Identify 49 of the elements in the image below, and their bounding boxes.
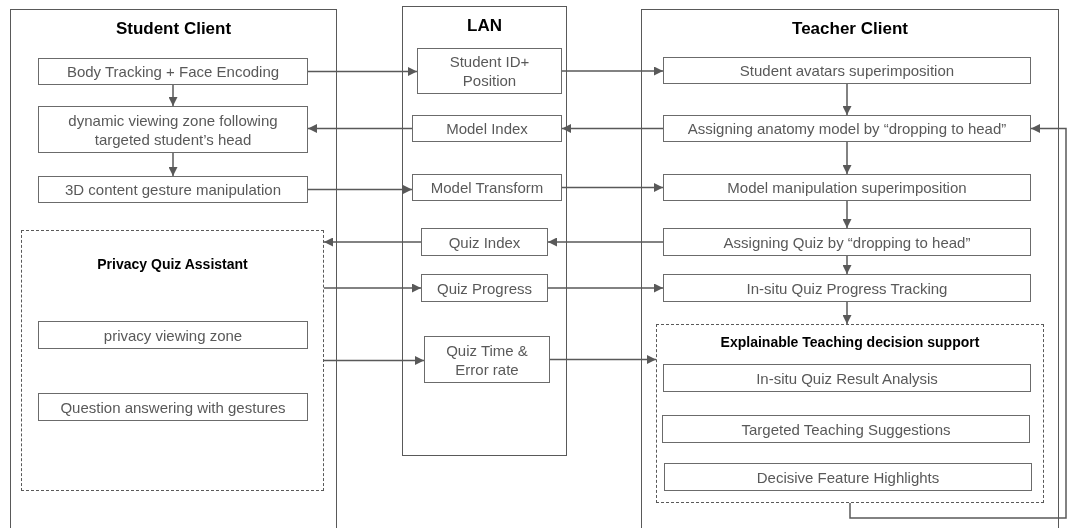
arrow xyxy=(549,355,657,364)
arrow xyxy=(307,67,418,76)
arrow xyxy=(561,183,664,192)
panel xyxy=(641,9,1059,528)
dashed-group xyxy=(656,324,1044,503)
process-box: Model Index xyxy=(412,115,562,142)
arrow xyxy=(547,283,664,293)
process-box: Question answering with gestures xyxy=(38,393,308,421)
panel xyxy=(10,9,337,528)
process-box: dynamic viewing zone following targeted student’s head xyxy=(38,106,308,153)
process-box: Assigning anatomy model by “dropping to head” xyxy=(663,115,1031,142)
process-box: Model Transform xyxy=(412,174,562,201)
arrow xyxy=(307,185,413,194)
process-box: Decisive Feature Highlights xyxy=(664,463,1032,491)
process-box: Quiz Time & Error rate xyxy=(424,336,550,383)
arrow xyxy=(323,283,422,293)
arrow xyxy=(168,84,178,107)
process-box: Student ID+ Position xyxy=(417,48,562,94)
panel xyxy=(402,6,567,456)
process-box: In-situ Quiz Result Analysis xyxy=(663,364,1031,392)
arrow xyxy=(842,301,852,325)
arrow xyxy=(323,356,425,365)
process-box: Quiz Progress xyxy=(421,274,548,302)
arrow xyxy=(842,255,852,275)
arrow xyxy=(561,124,664,133)
arrow xyxy=(849,124,1067,519)
process-box: Model manipulation superimposition xyxy=(663,174,1031,201)
process-box: Assigning Quiz by “dropping to head” xyxy=(663,228,1031,256)
arrow xyxy=(842,141,852,175)
panel-title: Student Client xyxy=(114,18,233,40)
process-box: Quiz Index xyxy=(421,228,548,256)
process-box: 3D content gesture manipulation xyxy=(38,176,308,203)
panel-title: LAN xyxy=(466,15,503,37)
arrow xyxy=(323,237,422,247)
process-box: Student avatars superimposition xyxy=(663,57,1031,84)
panel-title: Teacher Client xyxy=(791,18,909,40)
arrow xyxy=(168,152,178,177)
arrow xyxy=(842,200,852,229)
arrow xyxy=(547,237,664,247)
process-box: Body Tracking + Face Encoding xyxy=(38,58,308,85)
process-box: Targeted Teaching Suggestions xyxy=(662,415,1030,443)
arrow xyxy=(561,66,664,76)
dashed-group xyxy=(21,230,324,491)
group-title: Privacy Quiz Assistant xyxy=(96,255,249,274)
arrow xyxy=(307,124,413,133)
group-title: Explainable Teaching decision support xyxy=(719,333,981,352)
process-box: privacy viewing zone xyxy=(38,321,308,349)
process-box: In-situ Quiz Progress Tracking xyxy=(663,274,1031,302)
arrow xyxy=(842,83,852,116)
